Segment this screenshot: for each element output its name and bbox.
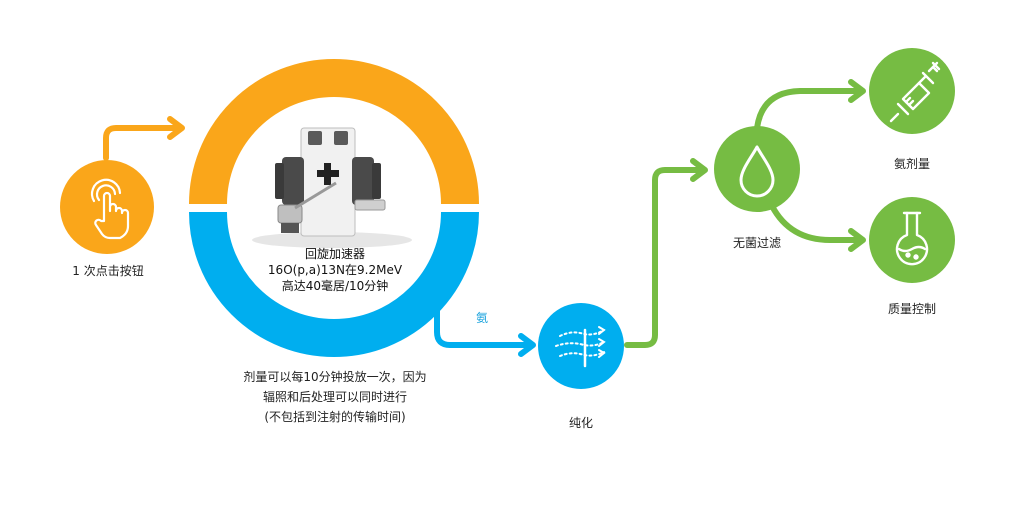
purification-label: 纯化	[568, 416, 593, 430]
arrow-filter-to-quality	[769, 203, 861, 243]
note-line-3: (不包括到注射的传输时间)	[264, 410, 406, 424]
sterile-filter-node	[714, 126, 800, 212]
arrow-cyclotron-to-purification-head	[518, 333, 536, 357]
quality-control-node	[869, 197, 955, 283]
arrow-start-to-cyclotron-head	[167, 116, 185, 140]
arrow-filter-to-dose-head	[848, 79, 866, 103]
dose-label: 氨剂量	[893, 157, 930, 171]
flask-icon	[895, 211, 929, 266]
droplet-icon	[739, 145, 775, 198]
note-line-2: 辐照和后处理可以同时进行	[262, 390, 407, 404]
dose-frequency-note: 剂量可以每10分钟投放一次，因为 辐照和后处理可以同时进行 (不包括到注射的传输…	[200, 367, 470, 427]
note-line-1: 剂量可以每10分钟投放一次，因为	[243, 370, 427, 384]
hand-pointer-icon	[90, 178, 130, 240]
arrow-filter-to-quality-head	[848, 228, 866, 252]
ammonia-arrow-label: 氨	[476, 311, 489, 325]
syringe-icon	[889, 61, 941, 123]
cyclotron-title: 回旋加速器	[304, 247, 365, 261]
arrow-purification-to-filter-head	[690, 158, 708, 182]
arrow-cyclotron-to-purification	[434, 259, 531, 348]
quality-control-label: 质量控制	[887, 302, 936, 316]
cyclotron-reaction: 16O(p,a)13N在9.2MeV	[267, 263, 403, 277]
arrow-filter-to-dose	[754, 88, 861, 131]
purification-node	[538, 303, 624, 389]
arrow-purification-to-filter	[624, 167, 703, 348]
arrow-start-to-cyclotron	[103, 125, 179, 161]
sterile-filter-label: 无菌过滤	[732, 236, 781, 250]
start-label: 1 次点击按钮	[72, 264, 144, 278]
cyclotron-ring-bottom	[189, 211, 479, 357]
cyclotron-info: 回旋加速器 16O(p,a)13N在9.2MeV 高达40毫居/10分钟	[250, 246, 420, 294]
airflow-filter-icon	[555, 326, 606, 368]
cyclotron-yield: 高达40毫居/10分钟	[281, 279, 389, 293]
cyclotron-machine-image	[252, 127, 412, 248]
start-button[interactable]	[60, 160, 154, 254]
cyclotron-ring-top	[189, 59, 479, 205]
